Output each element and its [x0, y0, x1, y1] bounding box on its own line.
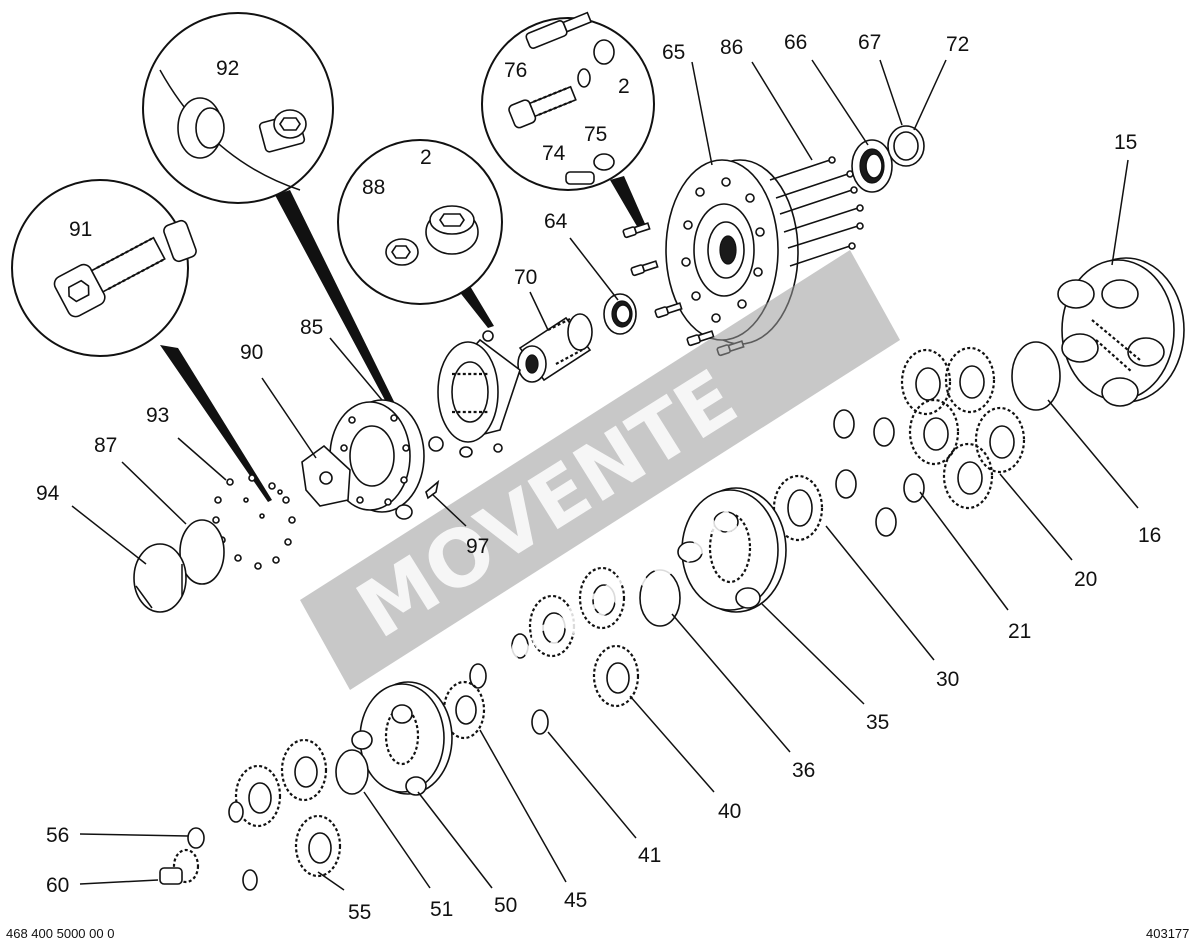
carrier-35: [677, 487, 787, 613]
disc-51: [335, 749, 369, 795]
disc-36: [639, 569, 681, 627]
part-label-75: 75: [584, 123, 607, 146]
part-label-35: 35: [866, 711, 889, 734]
drawing-number: 468 400 5000 00 0: [6, 926, 114, 941]
part-label-93: 93: [146, 404, 169, 427]
flange-85: [329, 399, 425, 513]
part-label-87: 87: [94, 434, 117, 457]
carrier-hub-assembly: [437, 330, 521, 453]
part-label-41: 41: [638, 844, 661, 867]
part-label-64: 64: [544, 210, 568, 233]
ring-b: [242, 869, 258, 891]
carrier-15: [1057, 257, 1185, 407]
carrier-50: [351, 681, 453, 796]
disc-16: [1011, 341, 1061, 411]
part-label-36: 36: [792, 759, 815, 782]
part-label-30: 30: [936, 668, 959, 691]
detail-bubble-74-75-76: [481, 11, 655, 228]
housing-65: [665, 159, 799, 345]
part-label-72: 72: [946, 33, 969, 56]
detail-bubble-92: [142, 12, 408, 432]
part-label-50: 50: [494, 894, 517, 917]
ring-67-72: [887, 125, 925, 167]
bearing-64: [603, 293, 637, 335]
part-label-60: 60: [46, 874, 69, 897]
sun-gear-30: [772, 474, 824, 542]
o-ring-87: [179, 519, 225, 585]
part-label-2b: 2: [618, 75, 630, 98]
bolt-ring: [681, 177, 765, 323]
rings-21: [833, 409, 925, 537]
part-label-92: 92: [216, 57, 239, 80]
part-label-51: 51: [430, 898, 453, 921]
leader-lines: [71, 59, 1139, 891]
part-label-76: 76: [504, 59, 527, 82]
part-label-70: 70: [514, 266, 537, 289]
cover-94: [133, 543, 187, 613]
part-label-90: 90: [240, 341, 263, 364]
part-label-91: 91: [69, 218, 92, 241]
ring-a: [228, 801, 244, 823]
shaft-70: [517, 313, 593, 383]
part-label-97: 97: [466, 535, 489, 558]
part-label-56: 56: [46, 824, 69, 847]
part-label-67: 67: [858, 31, 881, 54]
part-label-85: 85: [300, 316, 323, 339]
planet-gears-55: [234, 738, 342, 878]
planet-gears-40: [528, 566, 640, 708]
rings-41: [469, 633, 549, 735]
planet-gears-20: [900, 346, 1026, 510]
part-label-74: 74: [542, 142, 566, 165]
part-label-40: 40: [718, 800, 741, 823]
part-label-94: 94: [36, 482, 60, 505]
part-label-21: 21: [1008, 620, 1031, 643]
part-label-20: 20: [1074, 568, 1097, 591]
part-97: [425, 479, 440, 500]
part-label-45: 45: [564, 889, 587, 912]
part-label-2: 2: [420, 146, 432, 169]
plug-2: [395, 504, 413, 520]
part-label-88: 88: [362, 176, 385, 199]
shaft-60: [159, 848, 200, 885]
detail-bubble-91: [11, 179, 272, 502]
screw-circle-93: [212, 474, 296, 570]
part-label-65: 65: [662, 41, 685, 64]
detail-bubble-2-88: [337, 139, 503, 328]
part-label-16: 16: [1138, 524, 1161, 547]
part-label-55: 55: [348, 901, 371, 924]
plug-92: [428, 436, 444, 452]
part-label-15: 15: [1114, 131, 1137, 154]
seal-66: [851, 139, 893, 193]
sheet-id: 403177: [1146, 926, 1189, 941]
plug-88: [459, 446, 473, 458]
part-label-86: 86: [720, 36, 743, 59]
plate-90: [301, 444, 351, 507]
watermark-band: [300, 250, 900, 690]
part-label-66: 66: [784, 31, 807, 54]
ring-56: [187, 827, 205, 849]
part-number-labels: 91 92 2 88 76 74 75 2 65 86 66 67 72 15 …: [36, 31, 1161, 924]
